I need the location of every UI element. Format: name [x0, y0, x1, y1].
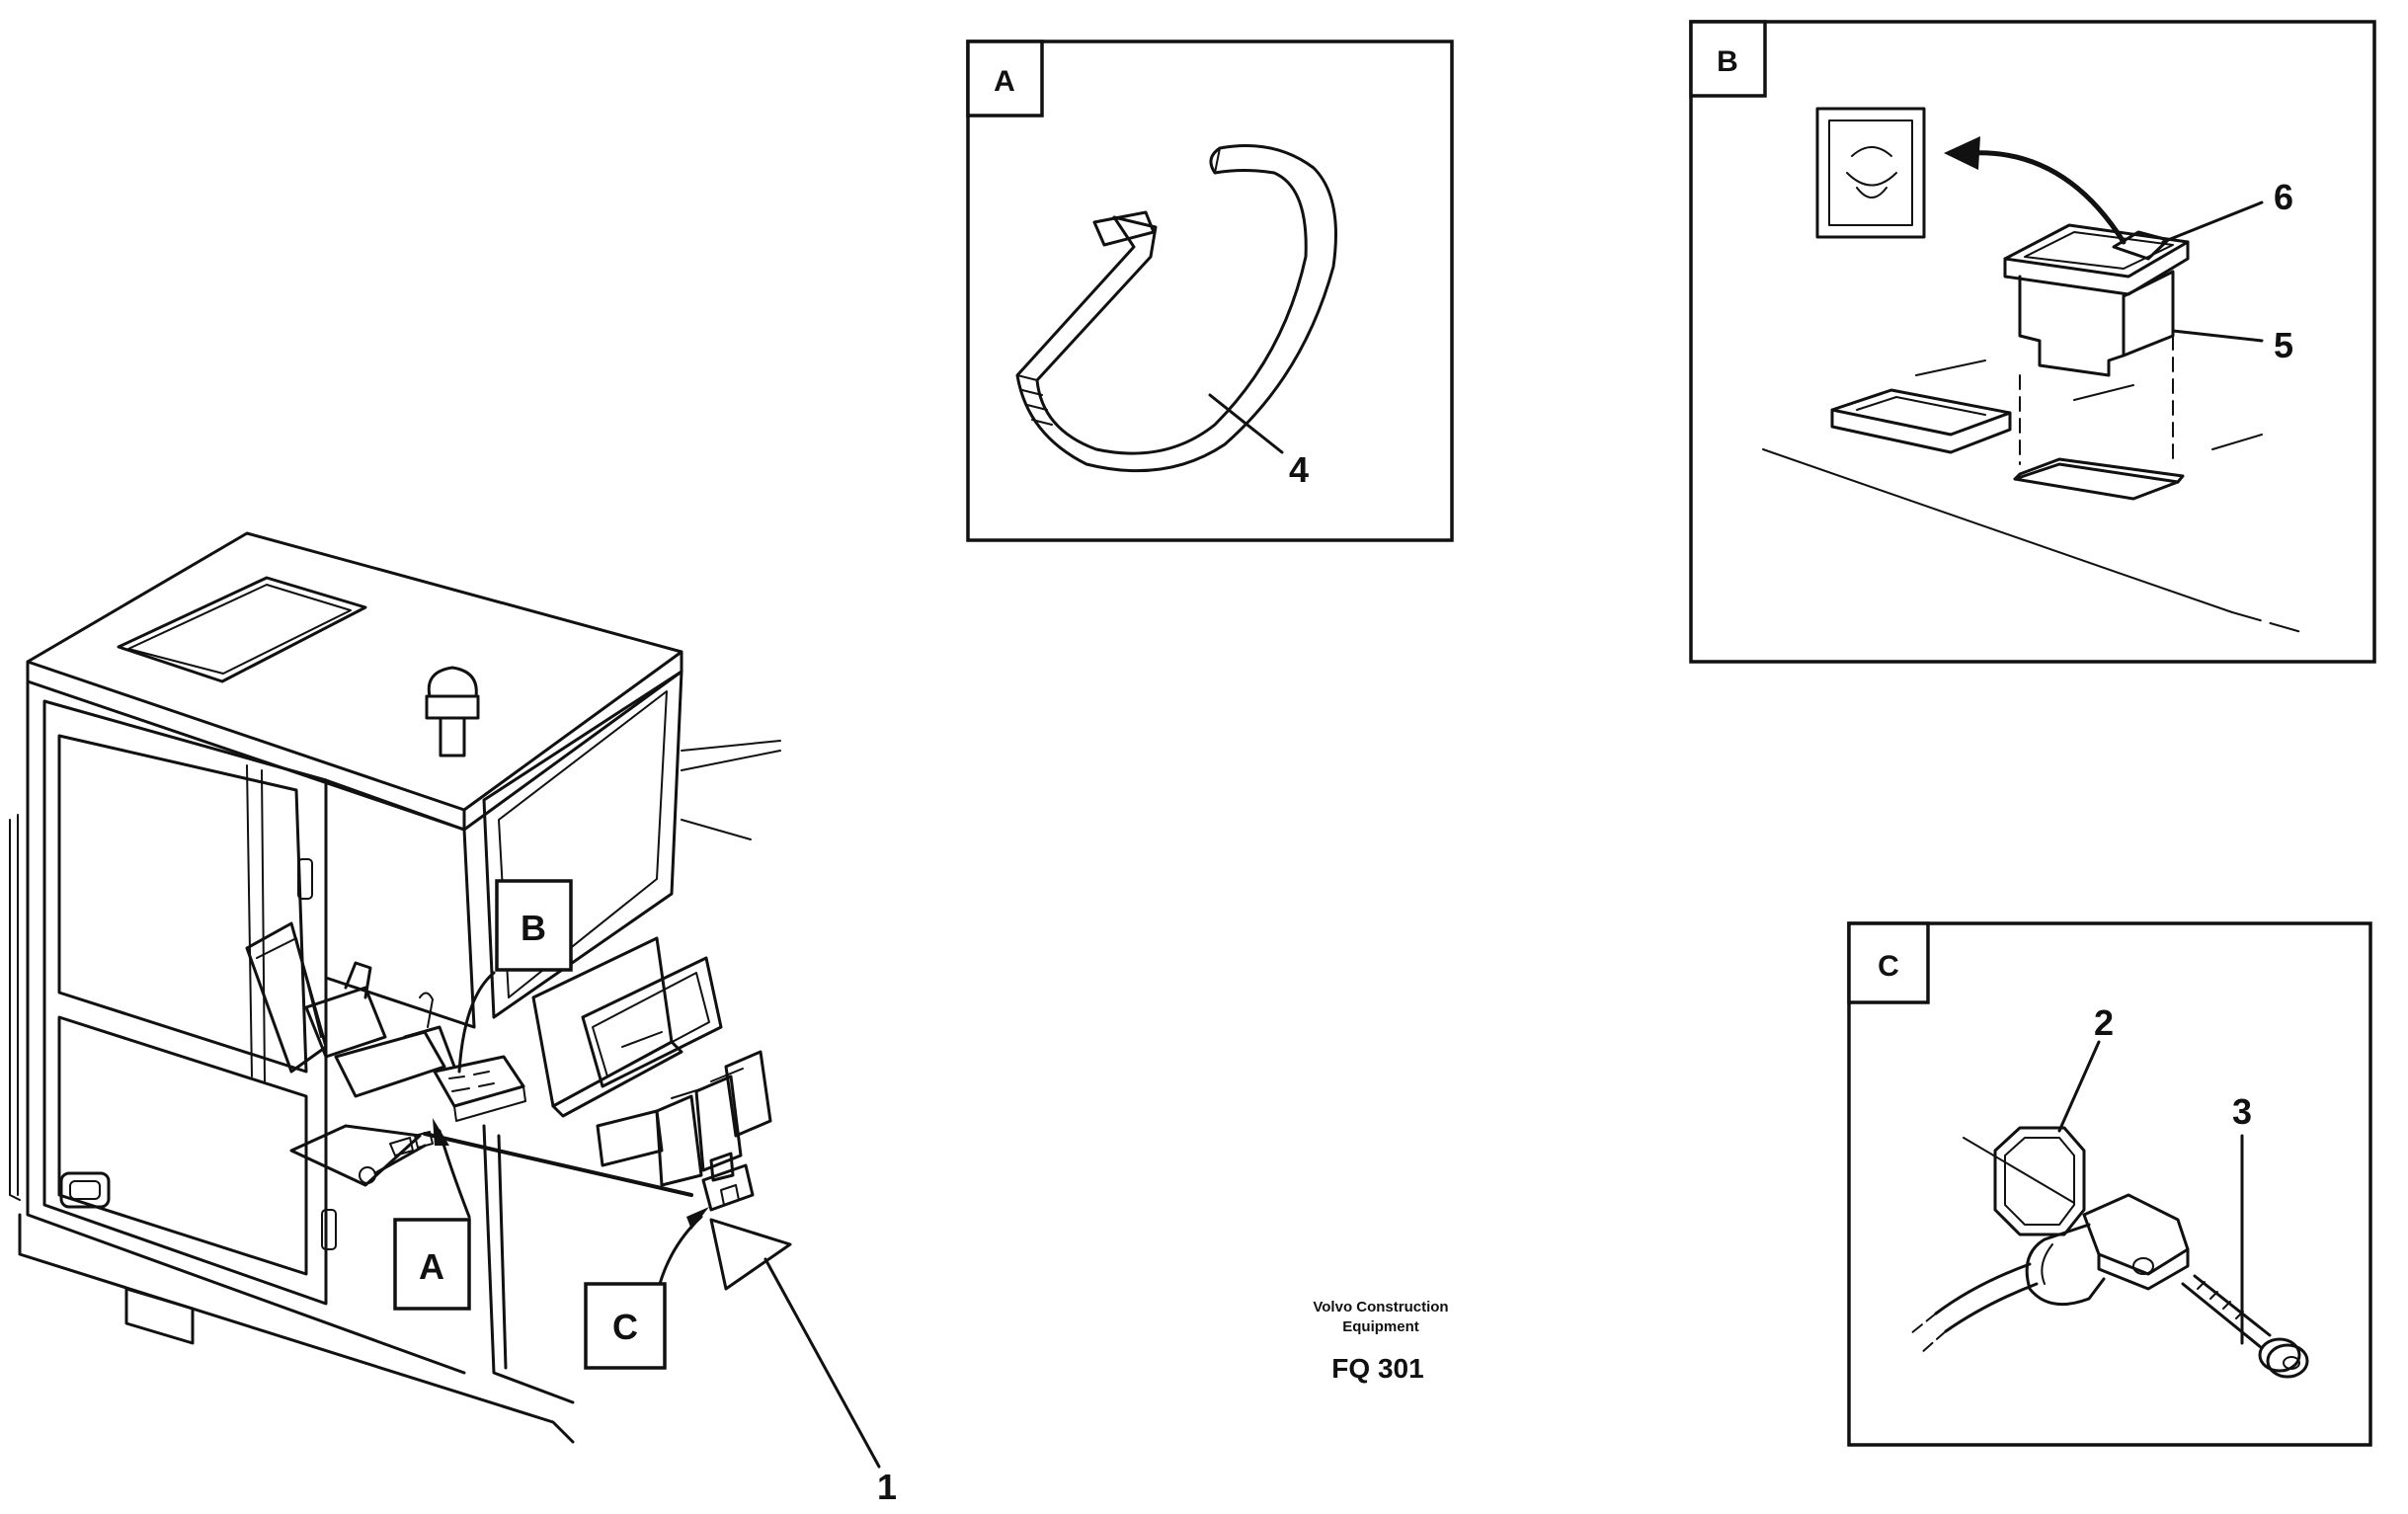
detail-panel-b: B 6 [1689, 20, 2376, 664]
sensor-connector-icon [1910, 1193, 2190, 1354]
callout-a: A [393, 1218, 471, 1311]
caption-company-line2: Equipment [1342, 1318, 1419, 1335]
detail-panel-a: A 4 [966, 40, 1454, 542]
part-number-5: 5 [2274, 325, 2293, 365]
rocker-switch-icon [2003, 223, 2190, 377]
callout-leaders [433, 971, 881, 1469]
detail-panel-c: C 2 3 [1847, 921, 2372, 1447]
part-number-3: 3 [2232, 1091, 2252, 1132]
panel-c-label: C [1878, 950, 1899, 983]
callout-a-label: A [419, 1246, 444, 1287]
cab-illustration [9, 531, 792, 1444]
caption: Volvo Construction Equipment FQ 301 [1313, 1299, 1448, 1384]
screw-icon [2181, 1274, 2309, 1379]
part-number-2: 2 [2094, 1002, 2114, 1043]
gasket-icon [1993, 1126, 2086, 1236]
caption-code: FQ 301 [1331, 1353, 1423, 1384]
callout-b: B [495, 879, 573, 972]
panel-b-label: B [1717, 45, 1738, 78]
beacon-icon [425, 666, 480, 757]
callout-c: C [584, 1282, 667, 1370]
wiper-symbol-icon [1815, 107, 1926, 239]
part-number-4: 4 [1289, 449, 1309, 490]
panel-a-label: A [994, 65, 1015, 98]
callout-c-label: C [612, 1307, 638, 1347]
part-number-1: 1 [877, 1467, 897, 1507]
caption-company-line1: Volvo Construction [1313, 1299, 1448, 1315]
callout-b-label: B [521, 908, 546, 948]
cable-tie-icon [1015, 144, 1337, 473]
part-number-6: 6 [2274, 177, 2293, 217]
